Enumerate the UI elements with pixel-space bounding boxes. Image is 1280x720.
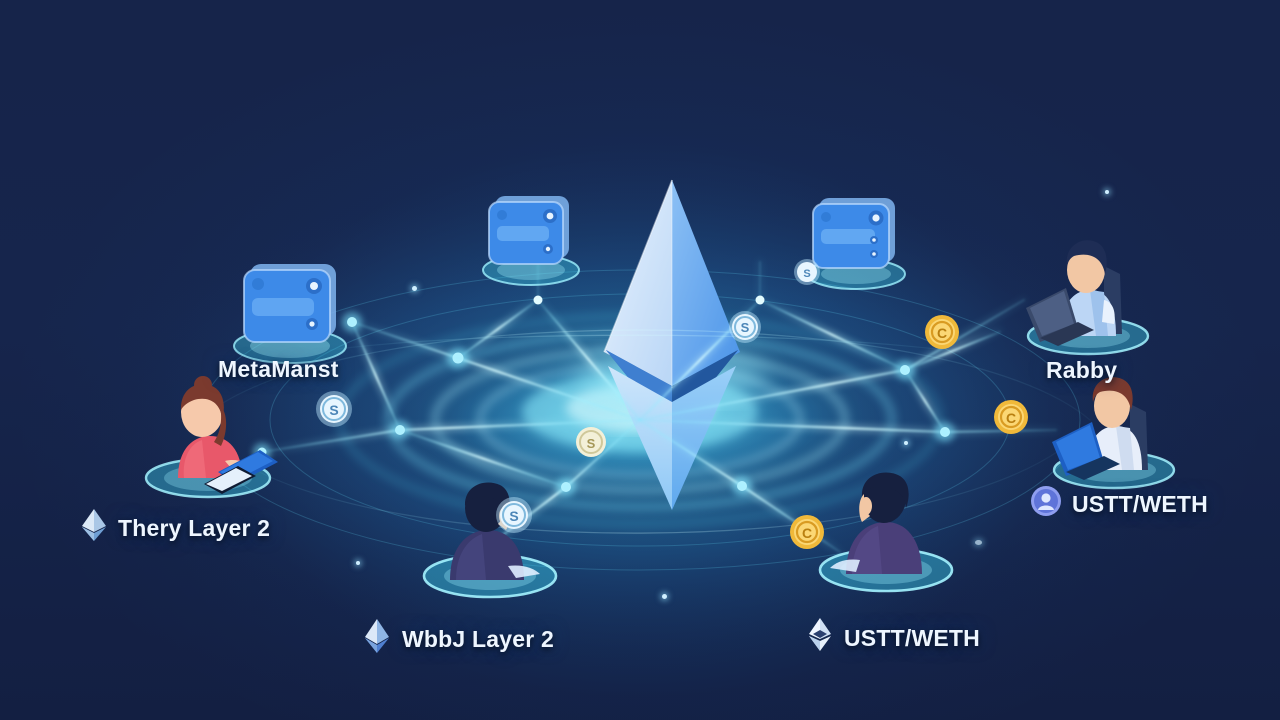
coin-gold-lower[interactable]: C <box>991 397 1031 442</box>
sparkle-dot <box>904 441 908 445</box>
coin-silver-upper[interactable]: S <box>792 257 822 292</box>
label-text: Rabby <box>1046 357 1118 383</box>
svg-text:S: S <box>741 320 750 335</box>
sparkle-dot <box>662 594 667 599</box>
label-ustt-weth-bottom: USTT/WETH <box>806 617 980 659</box>
label-metamask: MetaManst <box>218 356 339 383</box>
label-ustt-weth-right: USTT/WETH <box>1030 485 1208 523</box>
svg-text:C: C <box>802 525 812 541</box>
ethereum-diamond-icon <box>80 508 108 548</box>
wallet-card-top-right[interactable] <box>800 188 916 301</box>
coin-silver-center[interactable]: S <box>494 495 534 540</box>
laptop-icon <box>204 450 278 494</box>
svg-text:C: C <box>1006 410 1016 426</box>
svg-text:S: S <box>587 436 596 451</box>
person-back-left[interactable] <box>412 472 568 607</box>
wallet-card-top-left[interactable] <box>476 186 590 297</box>
coin-pale-mid[interactable]: S <box>573 424 609 465</box>
svg-text:S: S <box>803 268 810 280</box>
label-text: WbbJ Layer 2 <box>402 625 554 652</box>
ethereum-diamond-icon <box>362 618 392 660</box>
person-back-right[interactable] <box>812 464 968 601</box>
label-text: USTT/WETH <box>844 624 980 651</box>
svg-text:S: S <box>509 508 518 524</box>
label-text: Thery Layer 2 <box>118 514 271 541</box>
coin-gold-right[interactable]: C <box>922 312 962 357</box>
sparkle-dot <box>356 561 360 565</box>
svg-text:S: S <box>329 402 338 418</box>
laptop-icon <box>1052 422 1120 480</box>
coin-silver-top[interactable]: S <box>727 309 763 350</box>
label-thery-layer2: Thery Layer 2 <box>80 508 270 548</box>
person-man-white-shirt[interactable] <box>1042 362 1192 499</box>
sparkle-dot <box>975 540 982 545</box>
sparkle-dot <box>1105 190 1109 194</box>
label-text: USTT/WETH <box>1072 490 1208 517</box>
coin-silver-left[interactable]: S <box>314 389 354 434</box>
avatar-body-back <box>450 482 540 580</box>
sparkle-dot <box>412 286 417 291</box>
label-wbbj-layer2: WbbJ Layer 2 <box>362 618 554 660</box>
label-rabby: Rabby <box>1046 357 1117 384</box>
ethereum-diamond-icon <box>806 617 834 659</box>
avatar-body <box>1054 240 1122 336</box>
person-man-blue-shirt[interactable] <box>1012 222 1162 365</box>
coin-gold-bottom[interactable]: C <box>787 512 827 557</box>
wallet-card-left[interactable] <box>228 250 358 375</box>
avatar-body-back <box>830 472 922 574</box>
user-avatar-icon <box>1030 485 1062 523</box>
avatar-body <box>178 376 254 478</box>
svg-text:C: C <box>937 325 947 341</box>
person-woman-laptop[interactable] <box>132 366 282 506</box>
label-text: MetaManst <box>218 356 339 382</box>
laptop-icon <box>1026 288 1094 346</box>
